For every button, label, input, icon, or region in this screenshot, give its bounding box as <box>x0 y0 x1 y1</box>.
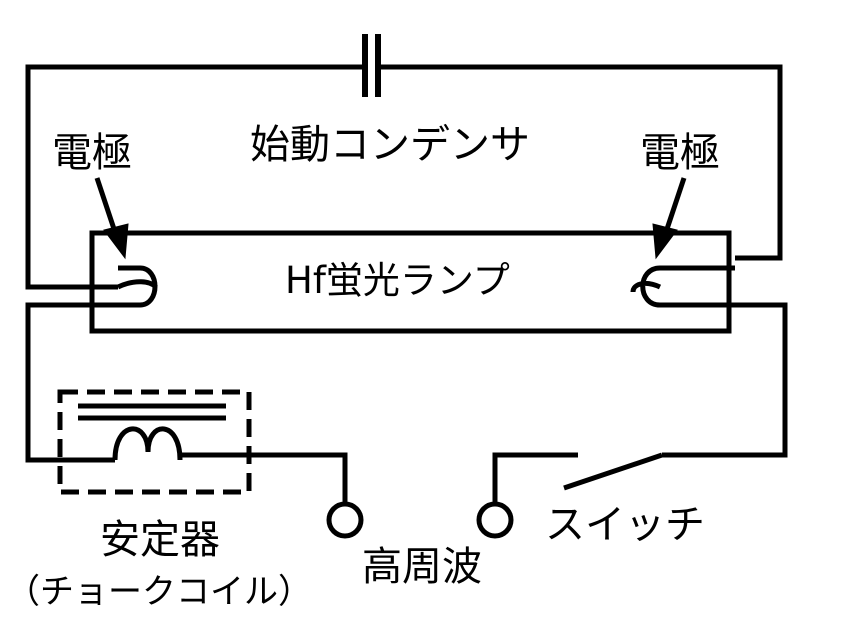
hf-terminal-left <box>326 501 364 539</box>
switch-blade <box>563 452 663 491</box>
electrode-left-label: 電極 <box>52 130 132 176</box>
right-electrode-arrow-shaft <box>663 177 687 233</box>
left-electrode-arrow-shaft <box>94 177 118 233</box>
lamp-tube <box>89 230 732 334</box>
top-wire-left <box>25 64 365 290</box>
ballast-to-terminal <box>180 452 348 505</box>
right-electrode-arrow-head <box>652 223 678 260</box>
electrode-right-label: 電極 <box>640 130 720 176</box>
ballast-enclosure <box>57 389 252 495</box>
left-electrode-arrow-head <box>103 223 129 260</box>
lamp-label: Hf蛍光ランプ <box>285 259 510 302</box>
switch-to-lamp <box>662 302 788 458</box>
bottom-wire-left <box>25 302 118 463</box>
high-frequency-label: 高周波 <box>362 544 482 590</box>
switch-label: スイッチ <box>545 502 705 548</box>
ballast-sublabel: （チョークコイル） <box>6 572 312 612</box>
ballast-coil <box>112 426 183 461</box>
hf-terminal-right <box>476 501 514 539</box>
right-electrode-filament <box>630 265 735 308</box>
ballast-label: 安定器 <box>100 517 220 563</box>
terminal-to-switch <box>492 452 578 504</box>
left-electrode-filament <box>116 265 158 308</box>
top-wire-right <box>378 64 783 261</box>
capacitor-label: 始動コンデンサ <box>250 122 530 168</box>
